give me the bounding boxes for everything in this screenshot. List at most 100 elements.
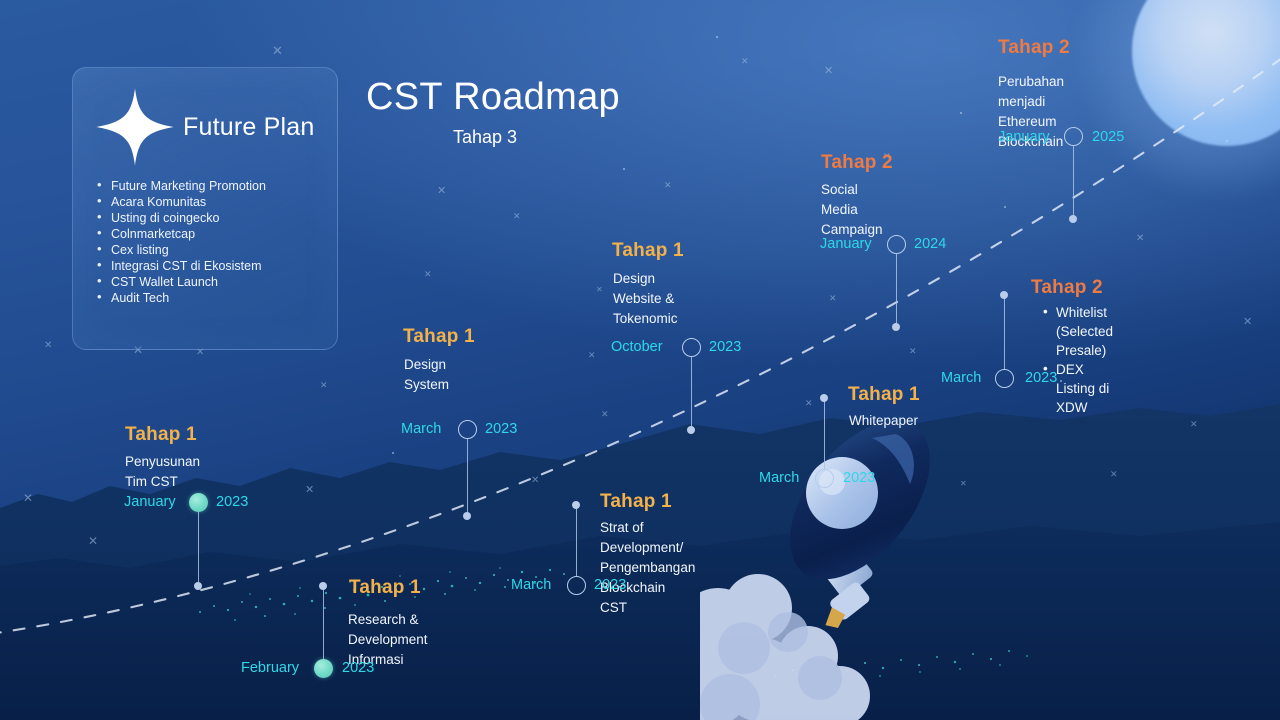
star-x-icon: ✕ <box>320 380 328 390</box>
milestone-month: March <box>401 421 442 437</box>
milestone-anchor <box>319 582 327 590</box>
milestone-dot[interactable] <box>458 420 477 439</box>
milestone-stem <box>467 439 469 515</box>
star-x-icon: ✕ <box>664 180 672 190</box>
milestone-description: Penyusunan Tim CST <box>125 454 201 489</box>
future-plan-item: Integrasi CST di Ekosistem <box>93 257 317 274</box>
milestone-dot[interactable] <box>1064 127 1083 146</box>
star-x-icon: ✕ <box>1136 233 1145 244</box>
star-x-icon: ✕ <box>1190 419 1198 429</box>
milestone-year: 2024 <box>914 236 947 252</box>
rocket-icon <box>700 420 930 720</box>
milestone-year: 2023 <box>342 660 375 676</box>
milestone-stem <box>1004 298 1006 369</box>
star-x-icon: ✕ <box>424 269 432 279</box>
milestone-month: February <box>241 660 300 676</box>
milestone-stem <box>691 357 693 429</box>
milestone-year: 2023 <box>594 577 627 593</box>
milestone-anchor <box>1069 215 1077 223</box>
milestone-phase-label: Tahap 1 <box>403 326 475 347</box>
milestone-phase-label: Tahap 1 <box>612 240 684 261</box>
milestone-month: October <box>611 339 663 355</box>
milestone-stem <box>896 253 898 326</box>
milestone-description: Whitepaper <box>849 413 919 428</box>
milestone-phase-label: Tahap 1 <box>600 491 672 512</box>
star-x-icon: ✕ <box>23 491 34 505</box>
milestone-phase-label: Tahap 1 <box>125 424 197 445</box>
milestone-stem <box>198 512 200 584</box>
milestone-stem <box>1073 146 1075 218</box>
star-x-icon: ✕ <box>601 409 609 419</box>
future-plan-item: Audit Tech <box>93 289 317 306</box>
milestone-anchor <box>463 512 471 520</box>
milestone-month: March <box>759 470 800 486</box>
star-x-icon: ✕ <box>305 484 315 496</box>
future-plan-item: Colnmarketcap <box>93 225 317 242</box>
milestone-dot[interactable] <box>567 576 586 595</box>
milestone-month: March <box>941 370 982 386</box>
milestone-anchor <box>1000 291 1008 299</box>
milestone-anchor <box>572 501 580 509</box>
milestone-description: Strat of Development/ Pengembangan Block… <box>600 520 696 615</box>
milestone-dot[interactable] <box>189 493 208 512</box>
particle-cloud-right <box>774 650 1028 685</box>
future-plan-item: Cex listing <box>93 241 317 258</box>
milestone-dot[interactable] <box>815 469 834 488</box>
milestone-stem <box>323 589 325 659</box>
star-x-icon: ✕ <box>531 475 540 486</box>
milestone-description: Design System <box>404 357 450 392</box>
future-plan-item: Future Marketing Promotion <box>93 177 317 194</box>
milestone-bullet: DEX Listing di XDW <box>1041 359 1113 417</box>
milestone-stem <box>576 508 578 576</box>
milestone-year: 2023 <box>216 494 249 510</box>
milestone-phase-label: Tahap 1 <box>848 384 920 405</box>
future-plan-list: Future Marketing Promotion Acara Komunit… <box>93 177 317 306</box>
milestone-phase-label: Tahap 2 <box>998 37 1070 58</box>
milestone-month: January <box>820 236 872 252</box>
star-x-icon: ✕ <box>741 56 749 66</box>
milestone-phase-label: Tahap 2 <box>1031 277 1103 298</box>
milestone-year: 2025 <box>1092 129 1125 145</box>
star-x-icon: ✕ <box>960 479 967 488</box>
milestone-description: Research & Development Informasi <box>348 612 428 667</box>
milestone-dot[interactable] <box>682 338 701 357</box>
star-x-icon: ✕ <box>1243 316 1253 328</box>
star-x-icon: ✕ <box>596 285 603 294</box>
star-x-icon: ✕ <box>805 398 813 408</box>
milestone-month: March <box>511 577 552 593</box>
milestone-year: 2023 <box>1025 370 1058 386</box>
milestone-anchor <box>194 582 202 590</box>
star-x-icon: ✕ <box>824 65 834 77</box>
future-plan-card: Future Plan Future Marketing Promotion A… <box>72 67 338 350</box>
milestone-year: 2023 <box>843 470 876 486</box>
milestone-anchor <box>820 394 828 402</box>
milestone-bullet: Whitelist (Selected Presale) <box>1041 302 1113 360</box>
page-title: CST Roadmap <box>366 76 620 118</box>
star-x-icon: ✕ <box>588 350 596 360</box>
milestone-year: 2023 <box>709 339 742 355</box>
star-x-icon: ✕ <box>513 211 521 221</box>
milestone-phase-label: Tahap 1 <box>349 577 421 598</box>
milestone-description: Perubahan menjadi Ethereum Blockchain <box>998 74 1065 149</box>
star-x-icon: ✕ <box>88 534 99 548</box>
future-plan-item: Usting di coingecko <box>93 209 317 226</box>
milestone-month: January <box>124 494 176 510</box>
milestone-description: Design Website & Tokenomic <box>613 271 678 326</box>
milestone-bullet-list: Whitelist (Selected Presale) DEX Listing… <box>1041 302 1113 417</box>
milestone-dot[interactable] <box>995 369 1014 388</box>
milestone-anchor <box>687 426 695 434</box>
future-plan-title: Future Plan <box>183 112 315 141</box>
star-x-icon: ✕ <box>829 293 837 303</box>
planet-icon <box>1132 0 1280 146</box>
future-plan-header: Future Plan <box>93 84 317 170</box>
star-x-icon: ✕ <box>1110 469 1118 479</box>
milestone-phase-label: Tahap 2 <box>821 152 893 173</box>
milestone-anchor <box>892 323 900 331</box>
milestone-stem <box>824 401 826 469</box>
milestone-dot[interactable] <box>887 235 906 254</box>
star-x-icon: ✕ <box>272 43 283 58</box>
milestone-dot[interactable] <box>314 659 333 678</box>
page-subtitle: Tahap 3 <box>453 127 518 147</box>
planet-halo <box>1076 0 1280 200</box>
